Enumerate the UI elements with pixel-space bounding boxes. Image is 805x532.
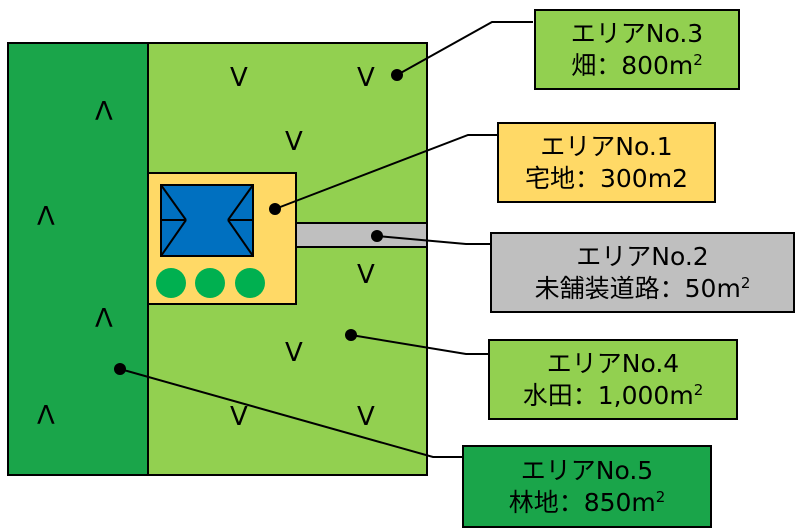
- field-symbol: V: [230, 63, 248, 93]
- label-desc: 未舗装道路：50m2: [534, 273, 751, 303]
- marker-dot-area5: [114, 363, 126, 375]
- label-title: エリアNo.5: [520, 456, 654, 486]
- road-area: [295, 222, 428, 248]
- label-desc: 水田：1,000m2: [522, 380, 704, 410]
- marker-dot-area3: [391, 69, 403, 81]
- forest-symbol: Λ: [37, 202, 55, 232]
- field-symbol: V: [357, 63, 375, 93]
- label-area5: エリアNo.5 林地：850m2: [462, 445, 712, 528]
- label-title: エリアNo.2: [576, 242, 709, 272]
- leader-line-area4: [350, 334, 488, 355]
- label-desc: 林地：850m2: [508, 487, 666, 517]
- tree-icon: [235, 268, 265, 298]
- leader-line-area1: [274, 134, 497, 210]
- label-area3: エリアNo.3 畑：800m2: [534, 9, 740, 90]
- field-symbol: V: [285, 338, 303, 368]
- field-symbol: V: [357, 402, 375, 432]
- marker-dot-area2: [371, 230, 383, 242]
- label-area4: エリアNo.4 水田：1,000m2: [488, 339, 738, 420]
- marker-dot-area4: [345, 329, 357, 341]
- forest-symbol: Λ: [37, 401, 55, 431]
- forest-area: [7, 42, 149, 476]
- tree-icon: [156, 268, 186, 298]
- field-symbol: V: [357, 260, 375, 290]
- leader-lines: [119, 21, 533, 458]
- label-area2: エリアNo.2 未舗装道路：50m2: [490, 232, 795, 313]
- leader-line-area3: [396, 21, 533, 76]
- label-area1: エリアNo.1 宅地：300m2: [497, 122, 716, 203]
- forest-symbol: Λ: [95, 97, 113, 127]
- field-symbol: V: [230, 402, 248, 432]
- building-icon: [160, 184, 254, 257]
- forest-symbol: Λ: [95, 304, 113, 334]
- label-title: エリアNo.1: [540, 132, 673, 162]
- label-title: エリアNo.4: [546, 349, 680, 379]
- field-symbol: V: [285, 127, 303, 157]
- leader-line-area2: [376, 235, 490, 245]
- label-title: エリアNo.3: [570, 19, 704, 49]
- marker-dot-area1: [269, 203, 281, 215]
- label-desc: 宅地：300m2: [525, 163, 688, 193]
- leader-line-area5: [119, 368, 462, 458]
- label-desc: 畑：800m2: [571, 50, 703, 80]
- tree-icon: [195, 268, 225, 298]
